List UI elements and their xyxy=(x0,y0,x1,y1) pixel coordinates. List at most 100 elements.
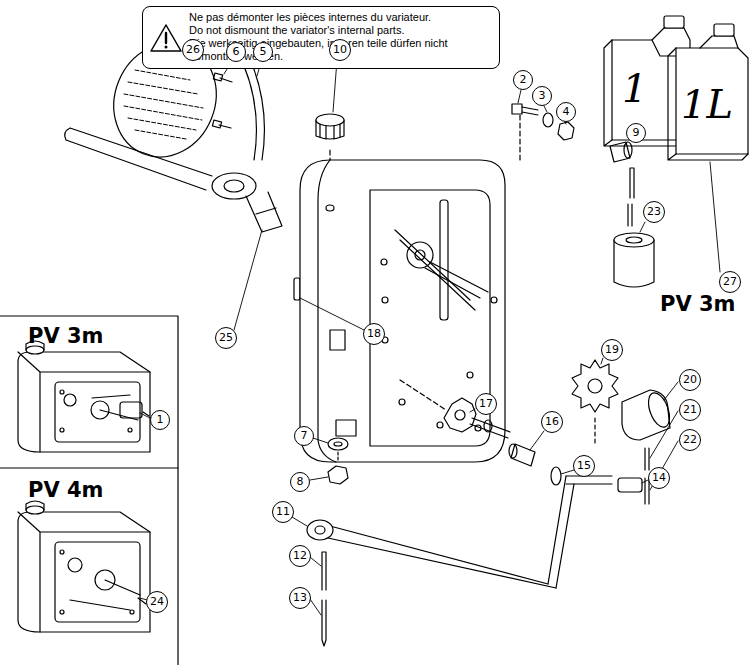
housing xyxy=(300,160,505,462)
leader-line xyxy=(310,557,321,566)
fastener-part xyxy=(328,466,348,484)
hose-part xyxy=(219,78,232,128)
inset-housing xyxy=(18,352,150,452)
knob-part xyxy=(320,124,340,139)
housing xyxy=(300,160,505,462)
crank-part xyxy=(328,526,556,588)
pin-part xyxy=(294,278,300,300)
crank-part xyxy=(315,526,325,534)
housing xyxy=(415,250,425,260)
oil-bottle xyxy=(700,36,738,48)
fastener-part xyxy=(543,113,553,127)
callout-number: 16 xyxy=(541,411,563,433)
pin-part xyxy=(322,552,326,590)
callout-number: 27 xyxy=(719,271,741,293)
model-label: PV 3m xyxy=(660,292,735,316)
callout-number: 5 xyxy=(253,42,273,62)
sleeve-part xyxy=(614,233,654,247)
lever-part xyxy=(212,173,256,199)
plug-part xyxy=(610,142,632,162)
coupling-part xyxy=(645,448,649,470)
callout-number: 12 xyxy=(289,545,311,567)
callout-number: 6 xyxy=(226,42,246,62)
knob-part xyxy=(444,398,476,432)
bottle-label: 1 xyxy=(622,66,647,110)
callout-number: 4 xyxy=(556,102,576,122)
callout-number: 1 xyxy=(150,410,170,430)
callout-number: 23 xyxy=(643,201,665,223)
inset-housing xyxy=(60,550,64,554)
oil-bottle xyxy=(714,24,734,36)
hose-part xyxy=(212,64,264,160)
leader-line xyxy=(470,409,475,412)
hose-part xyxy=(213,73,222,81)
warning-icon xyxy=(165,33,167,43)
knob-part xyxy=(455,410,465,420)
callout-number: 22 xyxy=(679,429,701,451)
inset-housing xyxy=(128,428,132,432)
fastener-part xyxy=(328,438,348,450)
hose-part xyxy=(244,64,264,160)
inset-housing xyxy=(18,352,150,452)
sprocket-part xyxy=(588,379,602,393)
leader-line xyxy=(310,477,328,480)
leader-line xyxy=(565,122,566,124)
callout-number: 19 xyxy=(601,339,623,361)
inset-housing xyxy=(26,501,44,510)
housing xyxy=(467,372,473,378)
sleeve-part xyxy=(614,168,654,287)
leader-line xyxy=(601,358,603,364)
warning-text: Do not dismount the variator's internal … xyxy=(189,24,489,37)
crank-part xyxy=(307,476,612,588)
knob-part xyxy=(400,380,510,438)
bottle-label: 1L xyxy=(681,82,733,126)
warning-icon xyxy=(149,22,183,54)
sprocket-part xyxy=(572,360,618,445)
inset-housing xyxy=(60,390,64,394)
housing xyxy=(437,422,443,428)
inset-housing xyxy=(60,610,64,614)
pin-part xyxy=(322,552,326,646)
hose-part xyxy=(212,120,221,128)
callout-number: 17 xyxy=(475,393,497,415)
leader-line xyxy=(530,431,544,450)
fastener-part xyxy=(519,115,520,160)
housing xyxy=(425,262,488,298)
oil-bottle xyxy=(604,16,748,160)
housing xyxy=(440,200,448,320)
leader-line xyxy=(310,599,321,615)
housing xyxy=(370,190,490,446)
housing xyxy=(399,399,405,405)
fastener-part xyxy=(522,107,538,115)
leader-line xyxy=(650,411,678,458)
label-disc xyxy=(124,60,203,139)
grip-part xyxy=(618,478,642,492)
housing xyxy=(407,242,433,268)
pin-part xyxy=(322,600,326,646)
callout-number: 11 xyxy=(272,501,294,523)
callout-number: 24 xyxy=(146,591,168,613)
coupling-part xyxy=(644,390,673,430)
callout-number: 8 xyxy=(290,472,310,492)
oil-bottle xyxy=(668,48,748,160)
callout-number: 20 xyxy=(679,369,701,391)
leader-line xyxy=(642,480,648,483)
fastener-part xyxy=(334,442,342,446)
housing xyxy=(395,230,475,310)
inset-housing xyxy=(18,512,150,632)
housing xyxy=(336,420,356,436)
callout-number: 15 xyxy=(573,455,595,477)
sprocket-part xyxy=(572,360,618,412)
inset-housing xyxy=(70,580,140,610)
callout-number: 26 xyxy=(182,39,204,61)
callout-number: 21 xyxy=(679,399,701,421)
crank-part xyxy=(548,476,574,588)
callout-number: 7 xyxy=(294,426,314,446)
housing xyxy=(382,297,388,303)
sprocket-part xyxy=(594,418,595,445)
leader-line xyxy=(140,58,720,615)
lever-part xyxy=(65,128,282,232)
plug-part xyxy=(624,142,632,158)
model-label: PV 4m xyxy=(28,478,103,502)
leader-line xyxy=(313,438,328,443)
